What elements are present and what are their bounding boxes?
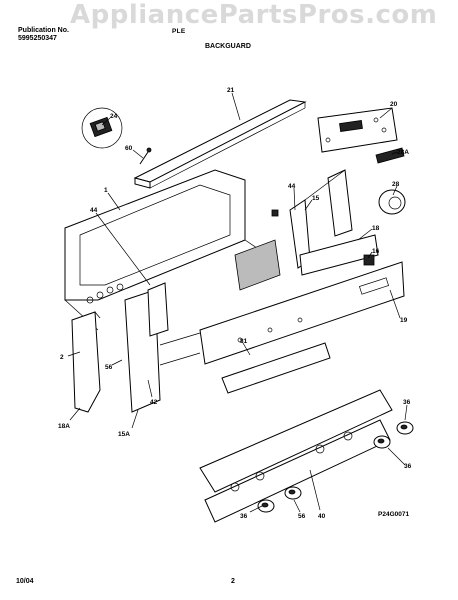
model-list: PLE bbox=[172, 28, 186, 35]
callout-15a: 15A bbox=[118, 431, 130, 438]
callout-21: 21 bbox=[227, 87, 235, 94]
callout-40: 40 bbox=[318, 513, 326, 520]
part-20-control-board bbox=[317, 107, 398, 153]
part-40-lower-panel bbox=[199, 389, 393, 523]
part-36-knobs bbox=[257, 421, 414, 513]
part-28-knob bbox=[378, 189, 406, 215]
part-81-glass bbox=[221, 342, 331, 394]
part-15-end-bracket bbox=[271, 169, 353, 269]
leader-lines bbox=[67, 92, 408, 513]
part-2-end-cap bbox=[71, 311, 101, 413]
callout-15: 15 bbox=[312, 195, 320, 202]
figure-code: P24G0071 bbox=[378, 511, 410, 518]
callout-24: 24 bbox=[110, 113, 118, 120]
callout-44-right: 44 bbox=[288, 183, 296, 190]
callout-36-bottom: 36 bbox=[240, 513, 248, 520]
callout-28: 28 bbox=[392, 181, 400, 188]
callout-56-left: 56 bbox=[105, 364, 113, 371]
callout-16: 16 bbox=[372, 248, 380, 255]
callout-36-right: 36 bbox=[404, 463, 412, 470]
part-1-backguard-frame bbox=[64, 169, 261, 331]
part-21-top-trim bbox=[133, 99, 307, 189]
part-15a-bracket bbox=[124, 282, 201, 413]
footer-date: 10/04 bbox=[16, 578, 34, 585]
callout-2: 2 bbox=[60, 354, 64, 361]
callout-18: 18 bbox=[372, 225, 380, 232]
callout-19: 19 bbox=[400, 317, 408, 324]
section-title: BACKGUARD bbox=[205, 43, 251, 50]
watermark: AppliancePartsPros.com bbox=[70, 0, 438, 30]
part-18-panel-frame bbox=[299, 234, 379, 276]
callout-labels: 21 24 20 60 28A 1 28 44 44 15 18 16 19 2… bbox=[58, 87, 412, 520]
page-number: 2 bbox=[231, 578, 235, 585]
callout-18a: 18A bbox=[58, 423, 70, 430]
callout-56-bottom: 56 bbox=[298, 513, 306, 520]
publication-number: 5995250347 bbox=[18, 35, 57, 42]
part-19-overlay bbox=[199, 261, 405, 365]
callout-28a: 28A bbox=[397, 149, 409, 156]
callout-81: 81 bbox=[240, 338, 248, 345]
publication-label: Publication No. bbox=[18, 27, 69, 34]
callout-36-top: 36 bbox=[403, 399, 411, 406]
insulation-block bbox=[234, 239, 281, 291]
callout-44-left: 44 bbox=[90, 207, 98, 214]
callout-60: 60 bbox=[125, 145, 133, 152]
part-60-screw bbox=[139, 147, 152, 165]
callout-20: 20 bbox=[390, 101, 398, 108]
callout-1: 1 bbox=[104, 187, 108, 194]
callout-42: 42 bbox=[150, 399, 158, 406]
part-24-switch bbox=[81, 107, 123, 149]
part-28a-shaft bbox=[375, 147, 405, 164]
